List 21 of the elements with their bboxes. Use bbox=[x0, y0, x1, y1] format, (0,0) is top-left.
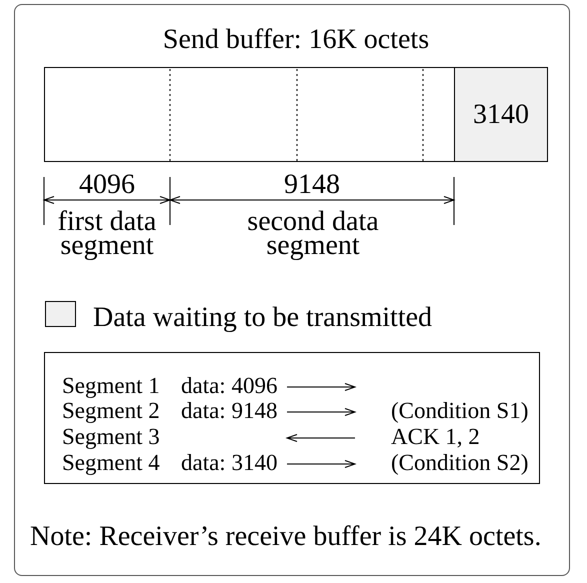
segment-note: (Condition S1) bbox=[391, 398, 528, 424]
segment-note: (Condition S2) bbox=[391, 450, 528, 476]
segment-label: second data segment bbox=[246, 210, 380, 258]
dimension-label: 4096 bbox=[78, 173, 136, 197]
note: Note: Receiver’s receive buffer is 24K octets. bbox=[30, 525, 542, 549]
segment-name: Segment 4 bbox=[62, 450, 160, 476]
segment-table bbox=[44, 352, 540, 484]
pending-segment bbox=[454, 68, 547, 161]
segment-label: first data segment bbox=[56, 210, 158, 258]
dimension-label: 9148 bbox=[283, 173, 341, 197]
send-buffer-bar bbox=[44, 67, 548, 162]
segment-name: Segment 3 bbox=[62, 424, 160, 450]
title: Send buffer: 16K octets bbox=[162, 24, 430, 56]
segment-name: Segment 2 bbox=[62, 398, 160, 424]
segment-data: data: 9148 bbox=[181, 398, 278, 424]
segment-size: 3140 bbox=[472, 98, 530, 132]
segment-data: data: 4096 bbox=[181, 373, 278, 399]
segment-name: Segment 1 bbox=[62, 373, 160, 399]
segment-data: data: 3140 bbox=[181, 450, 278, 476]
segment-note: ACK 1, 2 bbox=[391, 424, 480, 450]
legend-text: Data waiting to be transmitted bbox=[93, 302, 432, 334]
